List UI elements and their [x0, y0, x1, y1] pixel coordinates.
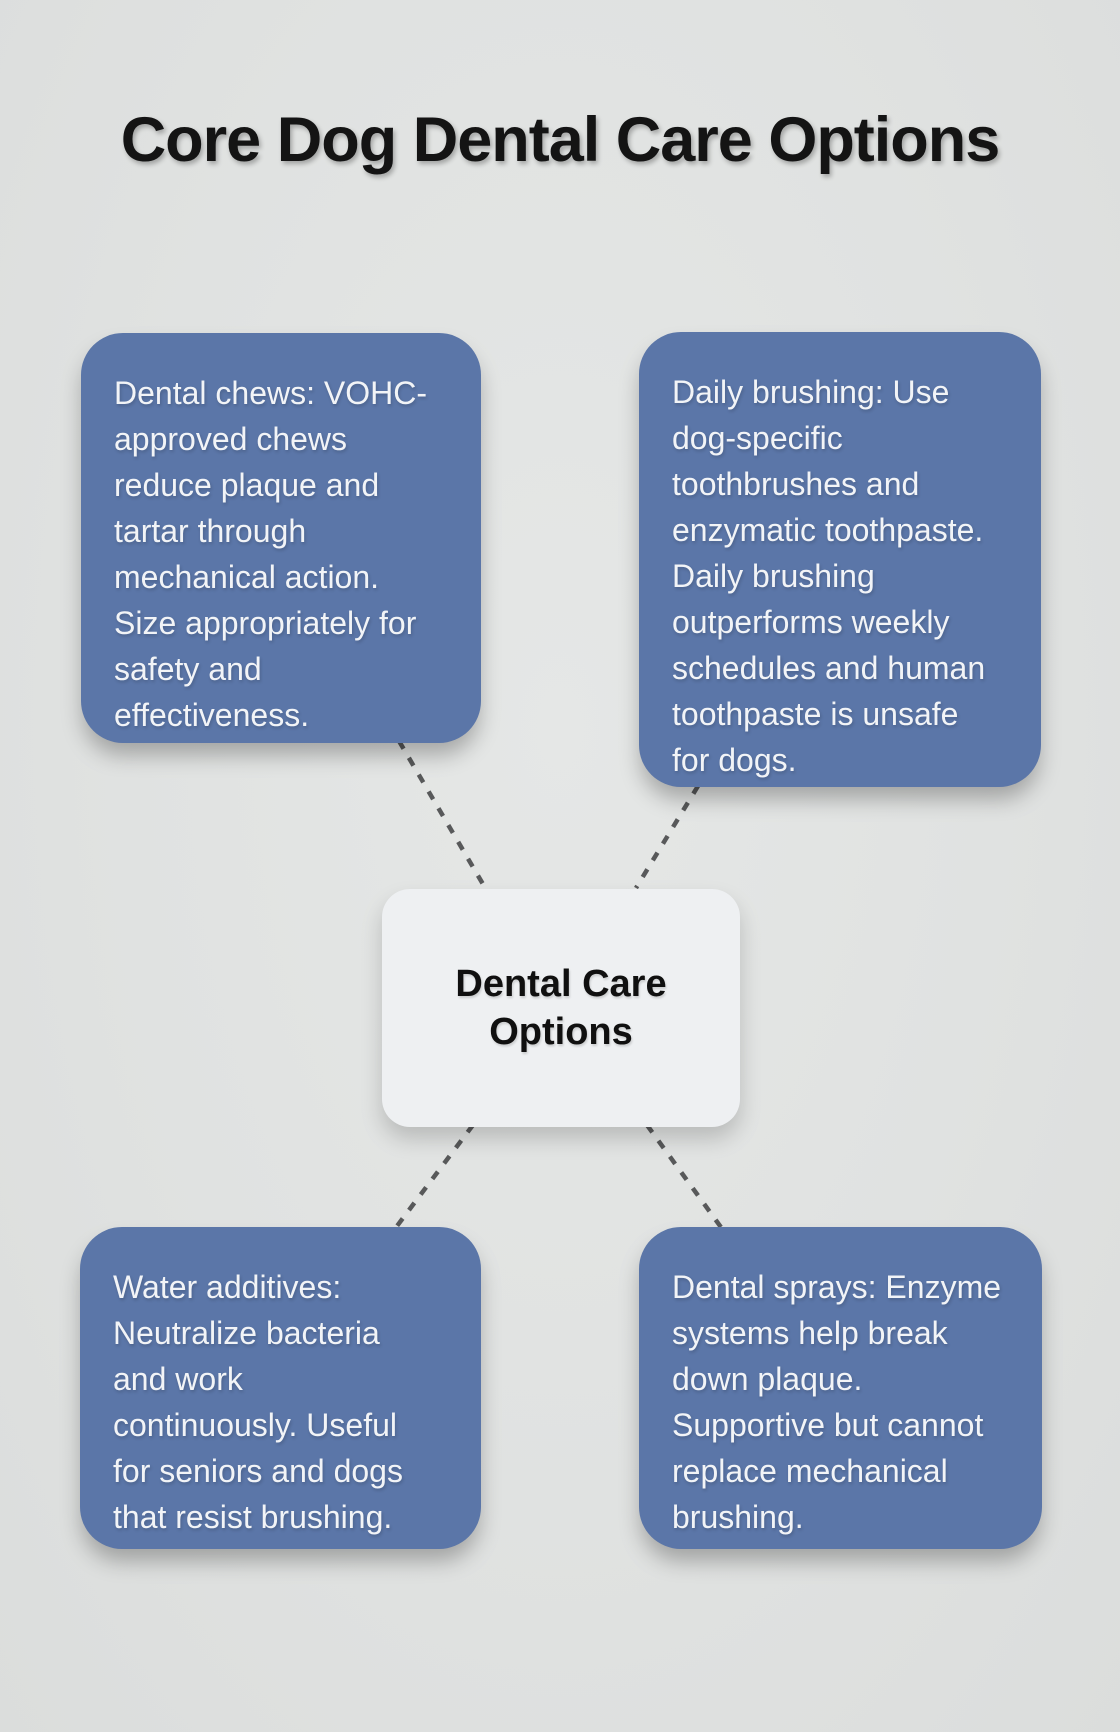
page-title: Core Dog Dental Care Options — [120, 105, 1001, 175]
connector-line-top-left — [397, 739, 489, 893]
node-water-additives: Water additives: Neutralize bacteria and… — [80, 1227, 481, 1549]
connector-line-top-right — [634, 784, 700, 890]
node-water-additives-text: Water additives: Neutralize bacteria and… — [113, 1269, 403, 1535]
connector-line-bottom-left — [392, 1123, 475, 1232]
node-dental-sprays-text: Dental sprays: Enzyme systems help break… — [672, 1269, 1002, 1535]
node-dental-chews: Dental chews: VOHC- approved chews reduc… — [81, 333, 481, 743]
node-dental-sprays: Dental sprays: Enzyme systems help break… — [639, 1227, 1042, 1549]
node-dental-chews-text: Dental chews: VOHC- approved chews reduc… — [114, 375, 427, 733]
node-daily-brushing-text: Daily brushing: Use dog-specific toothbr… — [672, 374, 986, 778]
center-node-dental-care-options: Dental Care Options — [382, 889, 740, 1127]
center-node-label: Dental Care Options — [455, 963, 667, 1053]
node-daily-brushing: Daily brushing: Use dog-specific toothbr… — [639, 332, 1041, 787]
connector-line-bottom-right — [645, 1123, 725, 1232]
